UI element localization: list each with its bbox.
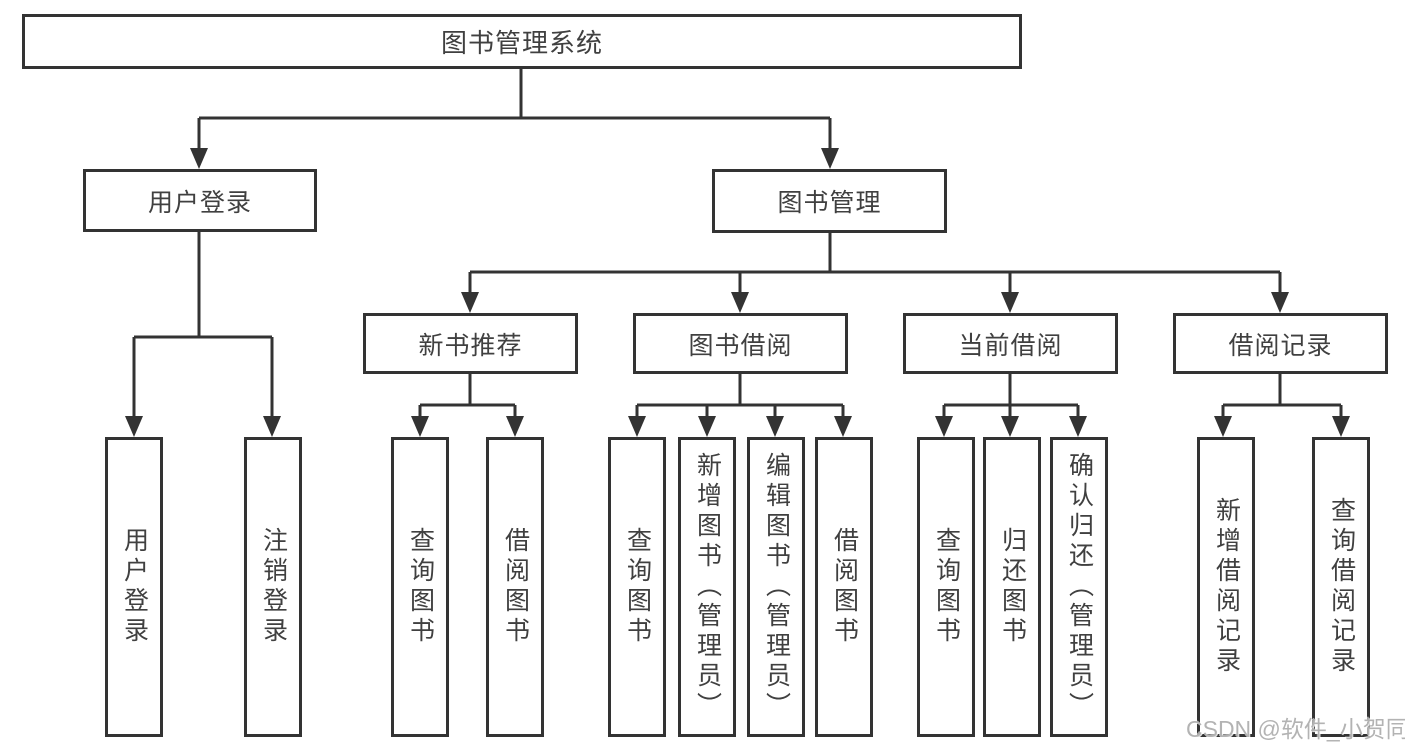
arrowhead-icon [766, 416, 784, 437]
node-query-books-borrow-label: 查询图书 [623, 527, 652, 647]
node-book-management-branch: 图书管理 [712, 169, 947, 233]
node-query-books-current-label: 查询图书 [932, 527, 961, 647]
node-add-book-admin: 新增图书（管理员） [678, 437, 736, 737]
node-query-borrow-record: 查询借阅记录 [1312, 437, 1370, 737]
node-borrowing-records: 借阅记录 [1173, 313, 1388, 374]
node-add-book-admin-label: 新增图书（管理员） [693, 452, 722, 722]
node-root: 图书管理系统 [22, 14, 1022, 69]
arrowhead-icon [821, 148, 839, 169]
csdn-watermark: CSDN @软件_小贺同学 [1186, 716, 1405, 742]
node-borrowing-records-label: 借阅记录 [1228, 331, 1333, 360]
arrowhead-icon [263, 416, 281, 437]
arrowhead-icon [461, 292, 479, 313]
node-user-login-label: 用户登录 [120, 527, 149, 647]
node-book-borrowing: 图书借阅 [633, 313, 848, 374]
arrowhead-icon [1069, 416, 1087, 437]
node-query-books-current: 查询图书 [917, 437, 975, 737]
arrowhead-icon [190, 148, 208, 169]
node-query-books-recommend: 查询图书 [391, 437, 449, 737]
node-query-borrow-record-label: 查询借阅记录 [1327, 497, 1356, 677]
arrowhead-icon [1332, 416, 1350, 437]
arrowhead-icon [1271, 292, 1289, 313]
node-user-login-branch-label: 用户登录 [147, 188, 252, 217]
node-add-borrow-record-label: 新增借阅记录 [1212, 497, 1241, 677]
arrowhead-icon [411, 416, 429, 437]
node-edit-book-admin-label: 编辑图书（管理员） [762, 452, 791, 722]
node-book-borrowing-label: 图书借阅 [688, 331, 793, 360]
node-borrow-books-label: 借阅图书 [830, 527, 859, 647]
node-borrow-books: 借阅图书 [815, 437, 873, 737]
node-borrow-books-recommend: 借阅图书 [486, 437, 544, 737]
node-confirm-return-admin: 确认归还（管理员） [1050, 437, 1108, 737]
node-return-books-label: 归还图书 [998, 527, 1027, 647]
arrowhead-icon [935, 416, 953, 437]
arrowhead-icon [1001, 416, 1019, 437]
node-confirm-return-admin-label: 确认归还（管理员） [1065, 452, 1094, 722]
arrowhead-icon [834, 416, 852, 437]
arrowhead-icon [628, 416, 646, 437]
node-query-books-borrow: 查询图书 [608, 437, 666, 737]
arrowhead-icon [1001, 292, 1019, 313]
node-return-books: 归还图书 [983, 437, 1041, 737]
node-user-login-branch: 用户登录 [83, 169, 317, 232]
node-query-books-recommend-label: 查询图书 [406, 527, 435, 647]
node-borrow-books-recommend-label: 借阅图书 [501, 527, 530, 647]
node-root-label: 图书管理系统 [440, 28, 603, 58]
node-add-borrow-record: 新增借阅记录 [1197, 437, 1255, 737]
arrowhead-icon [125, 416, 143, 437]
node-current-borrowing-label: 当前借阅 [958, 331, 1063, 360]
arrowhead-icon [506, 416, 524, 437]
node-current-borrowing: 当前借阅 [903, 313, 1118, 374]
arrowhead-icon [698, 416, 716, 437]
node-logout: 注销登录 [244, 437, 302, 737]
node-new-book-recommend: 新书推荐 [363, 313, 578, 374]
node-new-book-recommend-label: 新书推荐 [418, 331, 523, 360]
arrowhead-icon [1214, 416, 1232, 437]
node-edit-book-admin: 编辑图书（管理员） [747, 437, 805, 737]
node-logout-label: 注销登录 [259, 527, 288, 647]
node-user-login: 用户登录 [105, 437, 163, 737]
node-book-management-branch-label: 图书管理 [777, 189, 882, 217]
arrowhead-icon [731, 292, 749, 313]
